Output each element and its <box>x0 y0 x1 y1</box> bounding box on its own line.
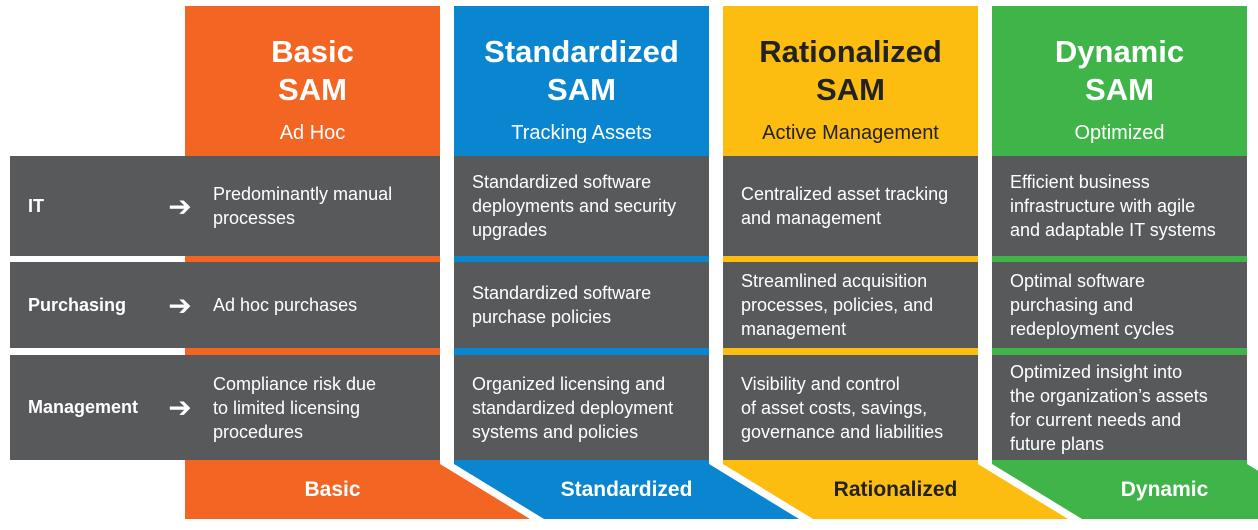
cell-text: Visibility and control of asset costs, sa… <box>741 372 943 444</box>
cell-standardized-purchasing: Standardized software purchase policies <box>454 262 709 348</box>
cell-basic-it: Predominantly manual processes <box>197 156 440 256</box>
cell-dynamic-management: Optimized insight into the organization’s… <box>992 355 1247 460</box>
right-arrow-icon: ➔ <box>168 190 192 222</box>
column-title-dynamic: Dynamic <box>1054 34 1185 69</box>
column-title-sam-standardized: SAM <box>547 72 616 107</box>
cell-line: deployments and security <box>472 196 677 216</box>
column-title-rationalized: Rationalized <box>759 34 942 69</box>
row-label: Purchasing <box>28 294 127 315</box>
column-title-sam-rationalized: SAM <box>816 72 885 107</box>
cell-line: and adaptable IT systems <box>1010 220 1216 240</box>
column-footer-rationalized: Rationalized <box>833 478 958 501</box>
cell-standardized-it: Standardized software deployments and sec… <box>454 156 709 256</box>
cell-line: Efficient business <box>1010 172 1150 192</box>
column-title-sam-dynamic: SAM <box>1085 72 1154 107</box>
cell-line: Organized licensing and <box>472 373 666 394</box>
cell-line: upgrades <box>472 220 548 240</box>
cell-text: Optimized insight into the organization’s… <box>1010 360 1208 456</box>
cell-line: future plans <box>1010 433 1105 454</box>
cell-line: Standardized software <box>472 283 652 303</box>
cell-line: processes <box>213 208 296 228</box>
column-title-basic: Basic <box>271 34 354 69</box>
row-label-panel <box>10 156 440 256</box>
column-subtitle-basic: Ad Hoc <box>279 122 346 144</box>
cell-line: purchasing and <box>1010 295 1134 315</box>
column-subtitle-dynamic: Optimized <box>1074 122 1165 144</box>
cell-line: Visibility and control <box>741 373 900 394</box>
cell-text: Standardized software deployments and sec… <box>472 170 676 242</box>
cell-dynamic-purchasing: Optimal software purchasing and redeployme… <box>992 262 1247 348</box>
cell-text: Streamlined acquisition processes, polici… <box>741 269 933 341</box>
row-label: IT <box>28 195 44 216</box>
cell-line: for current needs and <box>1010 409 1182 430</box>
cell-text: Standardized software purchase policies <box>472 281 651 329</box>
cell-line: standardized deployment <box>472 397 674 418</box>
cell-text: Compliance risk due to limited licensing p… <box>213 372 376 444</box>
cell-line: redeployment cycles <box>1010 319 1175 339</box>
cell-line: governance and liabilities <box>741 421 944 442</box>
row-label: Management <box>28 397 139 417</box>
cell-line: management <box>741 319 847 339</box>
cell-text: Organized licensing and standardized depl… <box>472 372 673 444</box>
row-label-panel <box>10 262 440 348</box>
cell-text: Efficient business infrastructure with ag… <box>1010 170 1216 242</box>
column-footer-basic: Basic <box>304 478 361 501</box>
cell-line: infrastructure with agile <box>1010 196 1196 216</box>
cell-line: Compliance risk due <box>213 373 377 394</box>
cell-line: Streamlined acquisition <box>741 271 928 291</box>
cell-line: systems and policies <box>472 421 639 442</box>
column-title-standardized: Standardized <box>484 34 679 69</box>
cell-line: Centralized asset tracking <box>741 184 949 204</box>
cell-line: to limited licensing <box>213 397 361 418</box>
cell-line: Optimized insight into <box>1010 361 1183 382</box>
right-arrow-icon: ➔ <box>168 289 192 321</box>
cell-line: and management <box>741 208 882 228</box>
right-arrow-icon: ➔ <box>168 392 192 423</box>
cell-line: processes, policies, and <box>741 295 934 315</box>
column-title-sam-basic: SAM <box>278 72 347 107</box>
cell-line: procedures <box>213 421 304 442</box>
cell-line: purchase policies <box>472 307 612 327</box>
cell-text: Centralized asset tracking and management <box>741 182 948 230</box>
cell-dynamic-it: Efficient business infrastructure with ag… <box>992 156 1247 256</box>
cell-line: Optimal software <box>1010 271 1146 291</box>
cell-rationalized-management: Visibility and control of asset costs, sa… <box>723 355 978 460</box>
column-subtitle-rationalized: Active Management <box>762 122 939 144</box>
cell-basic-purchasing: Ad hoc purchases <box>197 262 440 348</box>
cell-standardized-management: Organized licensing and standardized depl… <box>454 355 709 460</box>
cell-text: Predominantly manual processes <box>213 182 392 230</box>
cell-text: Ad hoc purchases <box>213 293 357 317</box>
cell-rationalized-purchasing: Streamlined acquisition processes, polici… <box>723 262 978 348</box>
cell-line: Standardized software <box>472 172 652 192</box>
column-footer-dynamic: Dynamic <box>1120 478 1209 501</box>
cell-line: Predominantly manual <box>213 184 393 204</box>
cell-rationalized-it: Centralized asset tracking and management <box>723 156 978 256</box>
cell-line: of asset costs, savings, <box>741 397 928 418</box>
column-subtitle-standardized: Tracking Assets <box>511 122 652 144</box>
cell-basic-management: Compliance risk due to limited licensing p… <box>197 355 440 460</box>
cell-text: Optimal software purchasing and redeployme… <box>1010 269 1174 341</box>
row-label-panel <box>10 355 440 460</box>
cell-line: Ad hoc purchases <box>213 295 358 315</box>
cell-line: the organization’s assets <box>1010 385 1208 406</box>
column-footer-standardized: Standardized <box>560 478 693 501</box>
